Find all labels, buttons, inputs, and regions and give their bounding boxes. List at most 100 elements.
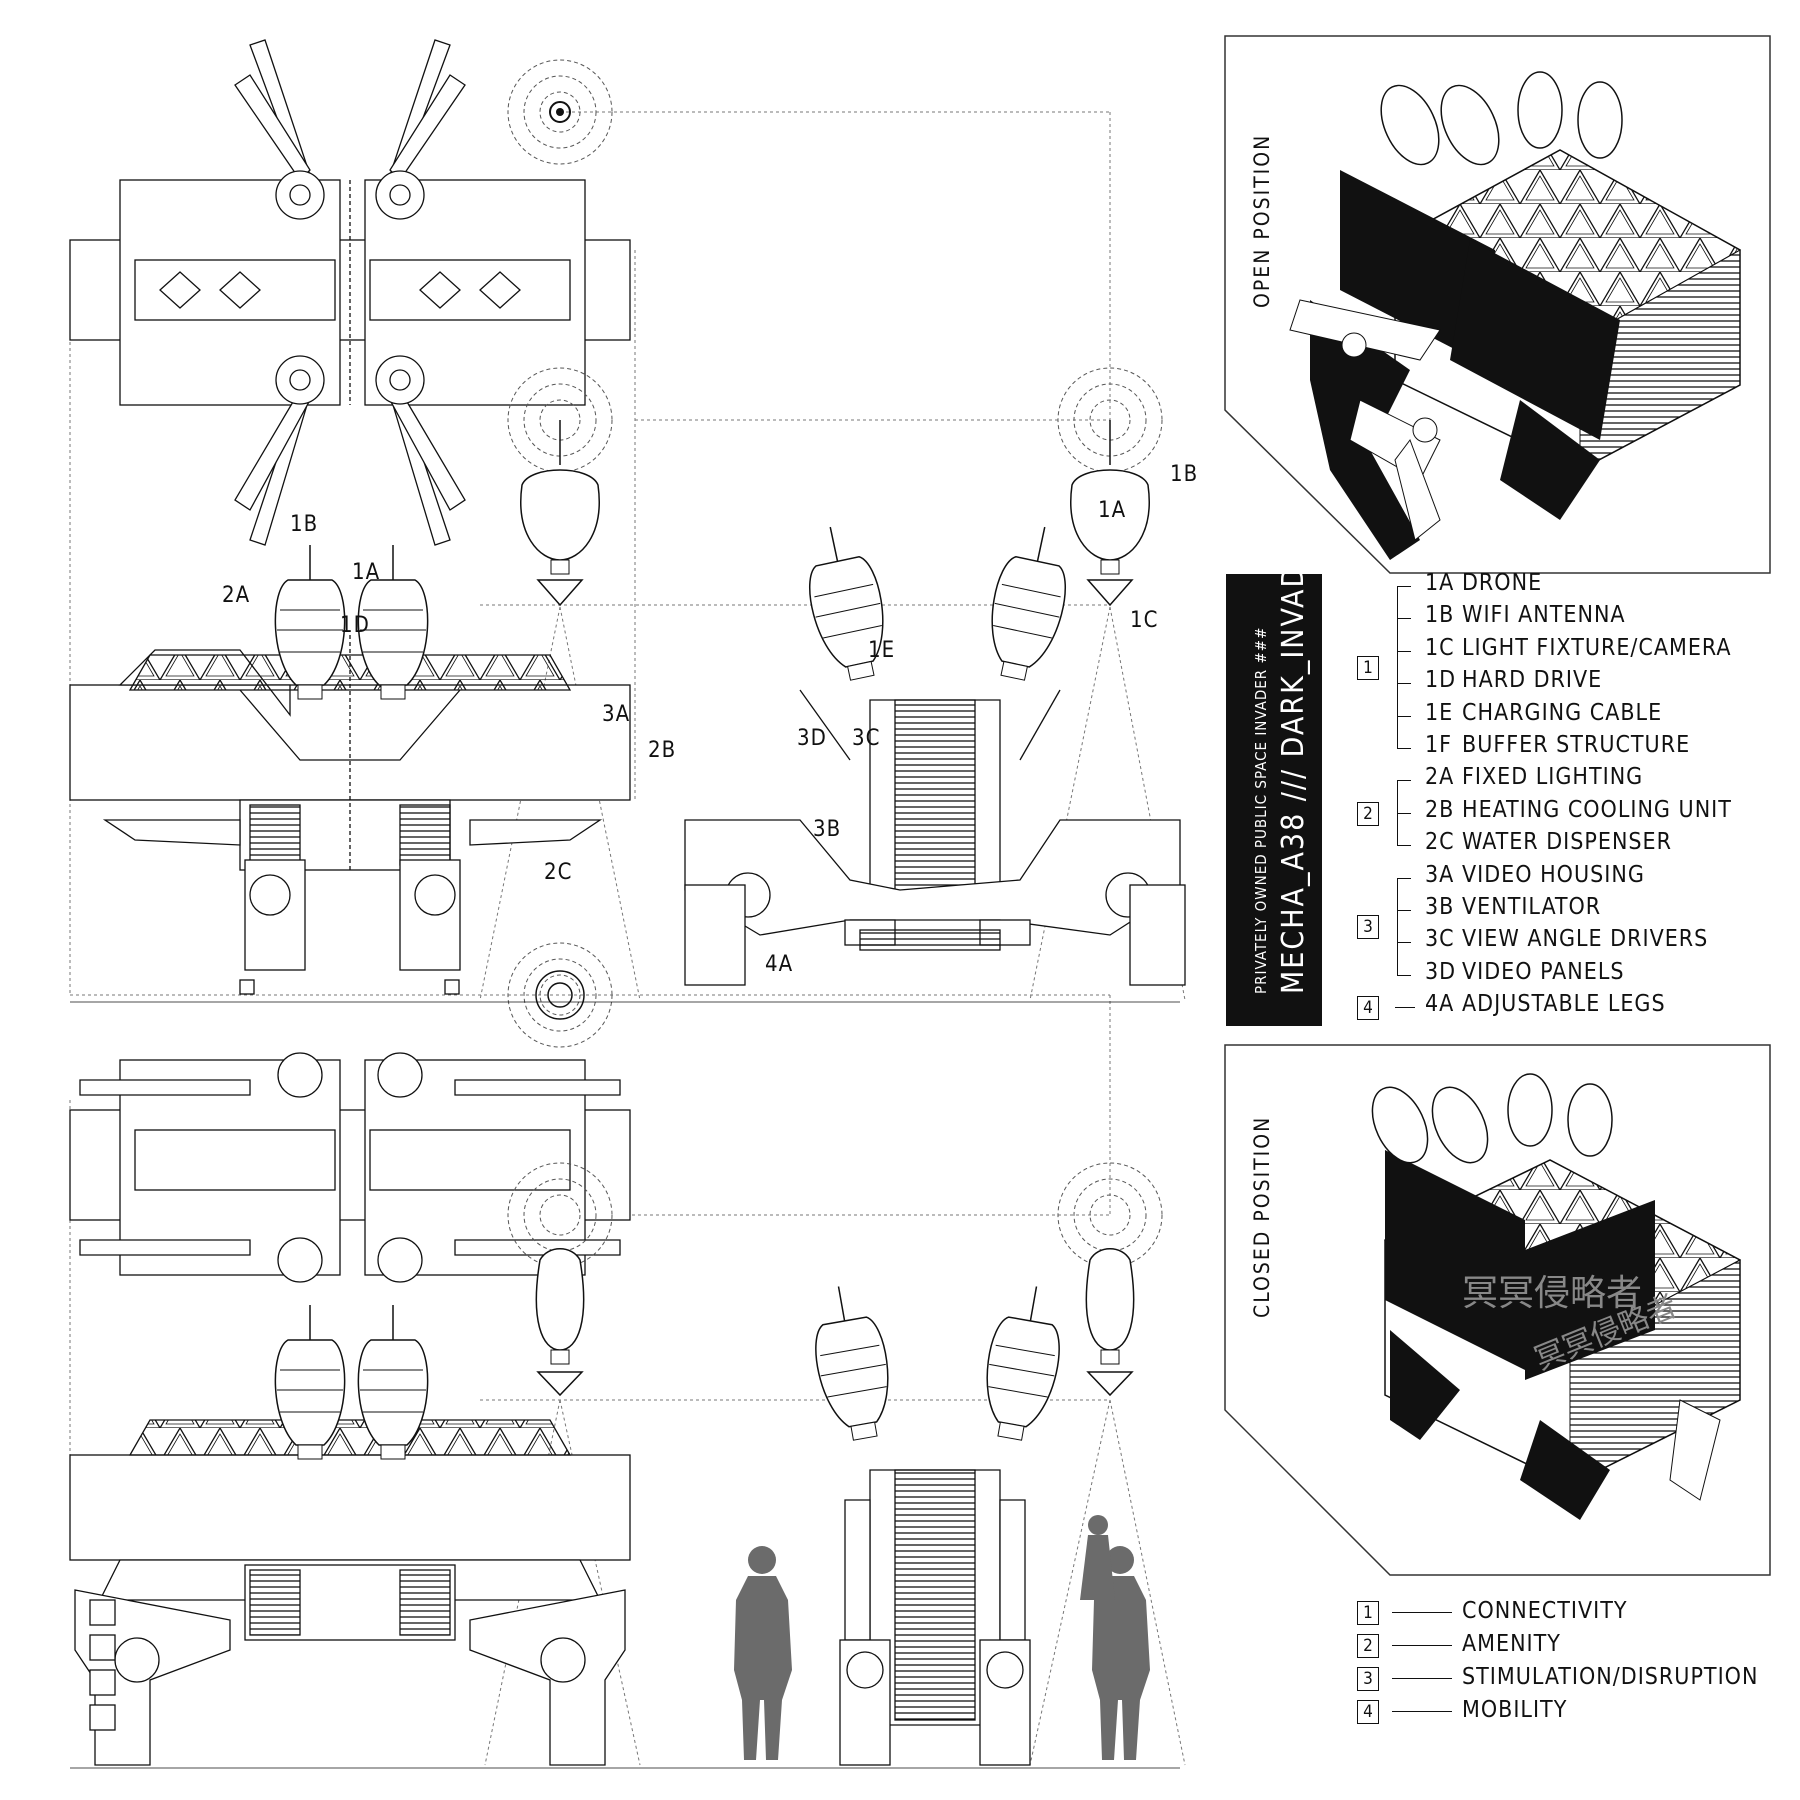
legend-bracket [1397,586,1398,748]
label-1D: 1D [340,613,370,638]
legend-code: 1F [1425,732,1453,758]
legend-name: HARD DRIVE [1462,667,1603,694]
axonometric-open [1224,35,1771,574]
legend-name: WATER DISPENSER [1462,829,1673,856]
drone-pod-4 [1085,1248,1135,1397]
legend-name: VIEW ANGLE DRIVERS [1462,926,1709,953]
label-1C: 1C [1130,608,1159,633]
legend-code: 2C [1425,829,1455,856]
legend-code: 1B [1425,602,1455,629]
category-leader-line [1392,1678,1452,1679]
legend-name: ADJUSTABLE LEGS [1462,991,1666,1018]
side-pods-open [795,519,1080,686]
legend-name: VENTILATOR [1462,894,1602,920]
legend-name: DRONE [1462,570,1543,596]
legend-name: VIDEO HOUSING [1462,861,1645,888]
drone-plan-top [507,59,613,165]
title-main: MECHA_A38 /// DARK_INVADER [1276,524,1311,994]
category-leader-line [1392,1645,1452,1646]
label-3A: 3A [602,702,631,727]
category-name: MOBILITY [1462,1697,1568,1723]
axonometric-closed: 冥冥侵略者 冥冥侵略者 [1224,1044,1771,1576]
legend-tick [1397,715,1411,717]
legend-tick [1397,877,1411,879]
legend-name: FIXED LIGHTING [1462,764,1644,791]
open-position-label: OPEN POSITION [1250,133,1274,308]
label-1B: 1B [290,512,319,537]
legend-name: WIFI ANTENNA [1462,602,1626,629]
legend-tick [1397,618,1411,620]
legend-tick [1397,812,1411,814]
legend-code: 4A [1425,991,1455,1018]
legend-bracket [1397,877,1398,975]
legend-code: 1C [1425,634,1455,661]
legend-tick [1397,748,1411,749]
category-name: STIMULATION/DISRUPTION [1462,1664,1759,1690]
plan-view-open [69,39,631,546]
legend-code: 2A [1425,764,1455,791]
legend-code: 2B [1425,796,1455,823]
category-number: 2 [1357,1634,1379,1658]
drone-pod-2 [1070,420,1150,607]
legend-code: 3C [1425,926,1455,953]
legend-tick [1397,780,1411,782]
legend-tick [1397,650,1411,652]
legend-group-number: 2 [1357,801,1379,826]
label-3B: 3B [813,817,842,842]
legend-tick [1397,942,1411,944]
legend-code: 1E [1425,699,1454,726]
plan-view-closed [69,1052,631,1283]
legend-tick [1397,974,1411,976]
legend-group-number: 3 [1357,915,1379,940]
category-leader-line [1392,1612,1452,1613]
person-silhouette-left [734,1546,792,1760]
category-name: CONNECTIVITY [1462,1598,1628,1624]
label-2B: 2B [648,738,677,763]
legend-tick [1397,910,1411,911]
category-number: 3 [1357,1667,1379,1691]
legend-name: BUFFER STRUCTURE [1462,732,1691,758]
legend-code: 1A [1425,570,1455,596]
category-leader-line [1392,1711,1452,1712]
category-number: 1 [1357,1601,1379,1625]
legend-code: 1D [1425,667,1457,694]
label-3C: 3C [852,726,881,751]
side-elevation-closed [839,1469,1031,1766]
child-silhouette [1080,1515,1115,1600]
legend-code: 3A [1425,861,1455,888]
legend-name: CHARGING CABLE [1462,699,1663,726]
sign-text-left: 冥冥侵略者 [1462,1273,1642,1314]
label-4A: 4A [765,952,794,977]
label-1A: 1A [352,560,381,585]
label-3D: 3D [797,726,827,751]
legend-name: HEATING COOLING UNIT [1462,796,1732,823]
legend-name: VIDEO PANELS [1462,958,1625,985]
label-1A-side: 1A [1098,498,1127,523]
legend-group-number: 1 [1357,656,1379,680]
legend-tick [1397,586,1411,587]
side-pods-closed [803,1279,1072,1445]
front-elevation-open [69,635,631,995]
drone-plan-closed [507,942,613,1048]
category-number: 4 [1357,1700,1379,1724]
legend-bracket [1397,780,1398,846]
closed-position-label: CLOSED POSITION [1250,1115,1274,1318]
title-subtitle: PRIVATELY OWNED PUBLIC SPACE INVADER ### [1252,626,1270,994]
front-elevation-closed [69,1419,631,1766]
legend-group-number: 4 [1357,996,1379,1021]
legend-tick [1395,1007,1415,1009]
drone-pod-1 [520,420,600,607]
category-name: AMENITY [1462,1631,1561,1657]
label-1B-side: 1B [1170,462,1199,487]
drone-pod-3 [535,1248,585,1397]
label-2A: 2A [222,583,251,608]
legend-tick [1397,683,1411,685]
label-2C: 2C [544,860,573,885]
legend-name: LIGHT FIXTURE/CAMERA [1462,634,1732,661]
title-bar: PRIVATELY OWNED PUBLIC SPACE INVADER ###… [1226,525,1322,1026]
legend-code: 3B [1425,894,1455,920]
legend-tick [1397,845,1411,847]
label-1E: 1E [868,638,896,663]
side-elevation-open [684,689,1186,986]
